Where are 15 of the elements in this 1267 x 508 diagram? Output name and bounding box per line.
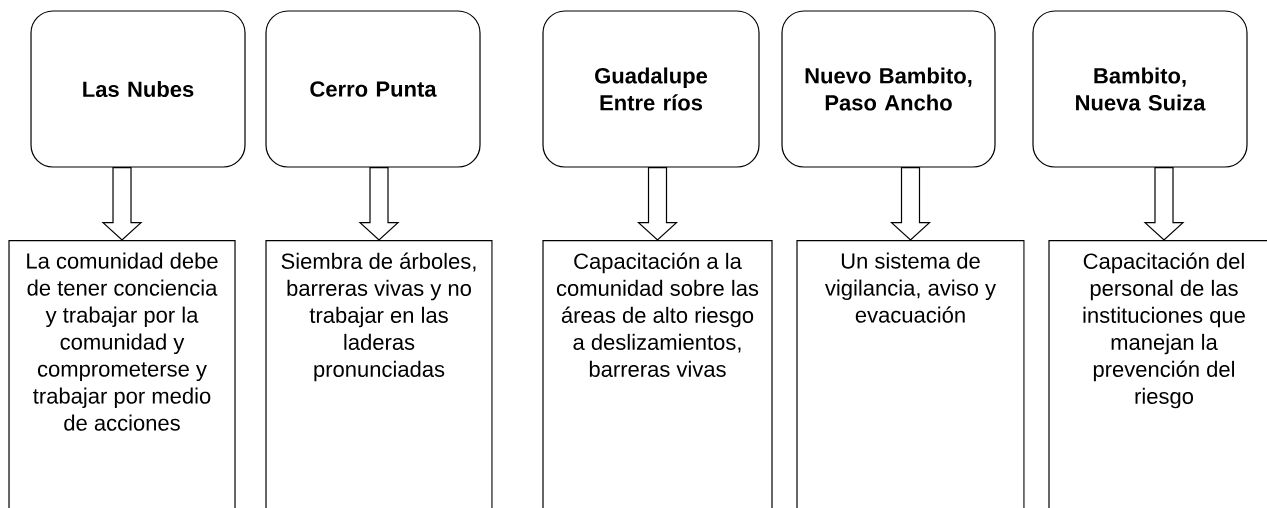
action-box: Siembra de árboles, barreras vivas y no trabajar en las laderas pronunciadas xyxy=(265,240,493,508)
action-box: La comunidad debe de tener conciencia y trabajar por la comunidad y comprometerse y trabajar por medio de acciones xyxy=(8,240,236,508)
place-box: Nuevo Bambito, Paso Ancho xyxy=(781,10,996,168)
action-box: Capacitación a la comunidad sobre las áreas de alto riesgo a deslizamientos, barreras vivas xyxy=(542,240,773,508)
place-box: Las Nubes xyxy=(30,10,246,168)
block-arrow xyxy=(358,167,400,241)
action-box: Capacitación del personal de las instituciones que manejan la prevención del riesgo xyxy=(1048,240,1267,508)
block-arrow xyxy=(636,167,679,241)
block-arrow xyxy=(101,167,143,241)
action-box: Un sistema de vigilancia, aviso y evacuación xyxy=(796,240,1025,508)
place-box: Cerro Punta xyxy=(265,10,481,168)
place-box: Bambito, Nueva Suiza xyxy=(1032,10,1248,168)
block-arrow xyxy=(1143,167,1185,241)
block-arrow xyxy=(889,167,932,241)
place-box: Guadalupe Entre ríos xyxy=(542,10,760,168)
